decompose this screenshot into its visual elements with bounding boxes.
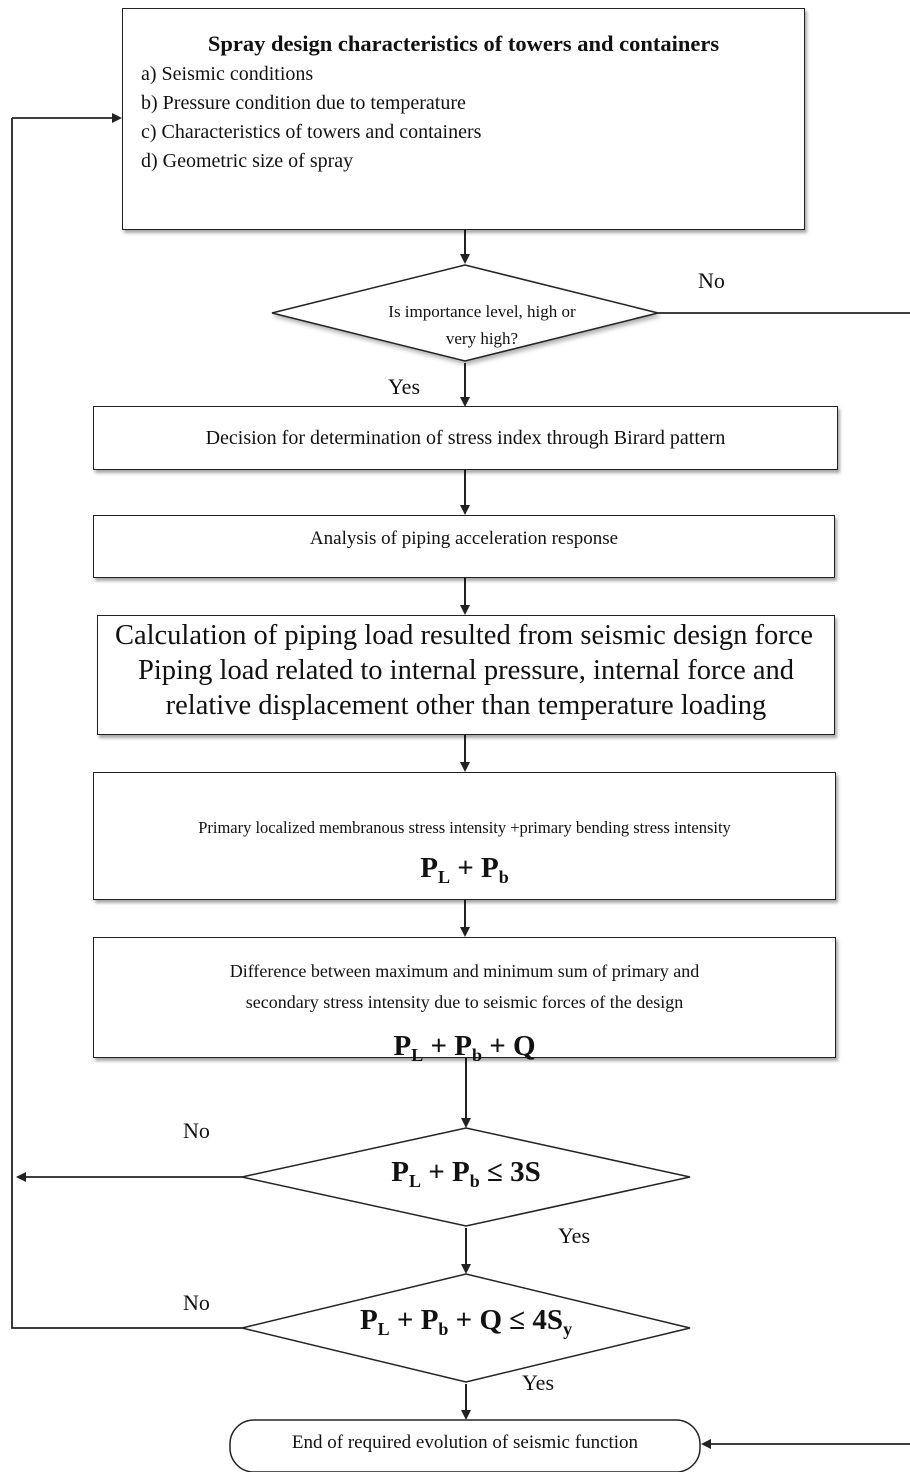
decision3-yes-label: Yes <box>522 1370 555 1395</box>
diff-formula: PL + Pb + Q <box>393 1030 536 1066</box>
acceleration-text: Analysis of piping acceleration response <box>309 528 619 549</box>
primary-stress-box: Primary localized membranous stress inte… <box>93 772 836 900</box>
path-decision3-no <box>11 118 242 1329</box>
piping-load-box: Calculation of piping load resulted from… <box>97 615 835 735</box>
end-text: End of required evolution of seismic fun… <box>291 1432 639 1453</box>
list-item: a) Seismic conditions <box>141 63 314 85</box>
spray-design-box: Spray design characteristics of towers a… <box>122 8 805 230</box>
spray-design-title: Spray design characteristics of towers a… <box>207 31 720 56</box>
load-line2: Piping load related to internal pressure… <box>137 655 795 686</box>
birard-decision-box: Decision for determination of stress ind… <box>93 406 838 470</box>
decision1-line1: Is importance level, high or <box>388 302 576 321</box>
decision1-line2: very high? <box>445 329 519 348</box>
decision1-no-label: No <box>698 268 725 293</box>
decision3-formula: PL + Pb + Q ≤ 4Sy <box>359 1304 573 1340</box>
decision1-text: Is importance level, high or very high? <box>352 298 612 352</box>
decision3-diamond <box>241 1273 691 1383</box>
diff-line1: Difference between maximum and minimum s… <box>229 961 700 981</box>
acceleration-analysis-box: Analysis of piping acceleration response <box>93 515 835 578</box>
list-item: c) Characteristics of towers and contain… <box>141 121 482 143</box>
load-line1: Calculation of piping load resulted from… <box>114 620 814 651</box>
load-line3: relative displacement other than tempera… <box>165 690 767 721</box>
list-item: b) Pressure condition due to temperature <box>141 92 466 114</box>
decision1-yes-label: Yes <box>388 374 421 399</box>
stress-difference-box: Difference between maximum and minimum s… <box>93 937 836 1065</box>
primary-stress-text: Primary localized membranous stress inte… <box>198 818 731 837</box>
primary-stress-formula: PL + Pb <box>420 852 509 888</box>
decision2-no-label: No <box>183 1118 210 1143</box>
decision2-yes-label: Yes <box>558 1223 591 1248</box>
diff-line2: secondary stress intensity due to seismi… <box>245 992 684 1012</box>
list-item: d) Geometric size of spray <box>141 150 354 172</box>
end-terminal <box>229 1419 701 1472</box>
birard-text: Decision for determination of stress ind… <box>205 427 726 449</box>
decision3-no-label: No <box>183 1290 210 1315</box>
decision2-formula: PL + Pb ≤ 3S <box>391 1156 541 1192</box>
decision2-diamond <box>241 1127 691 1227</box>
